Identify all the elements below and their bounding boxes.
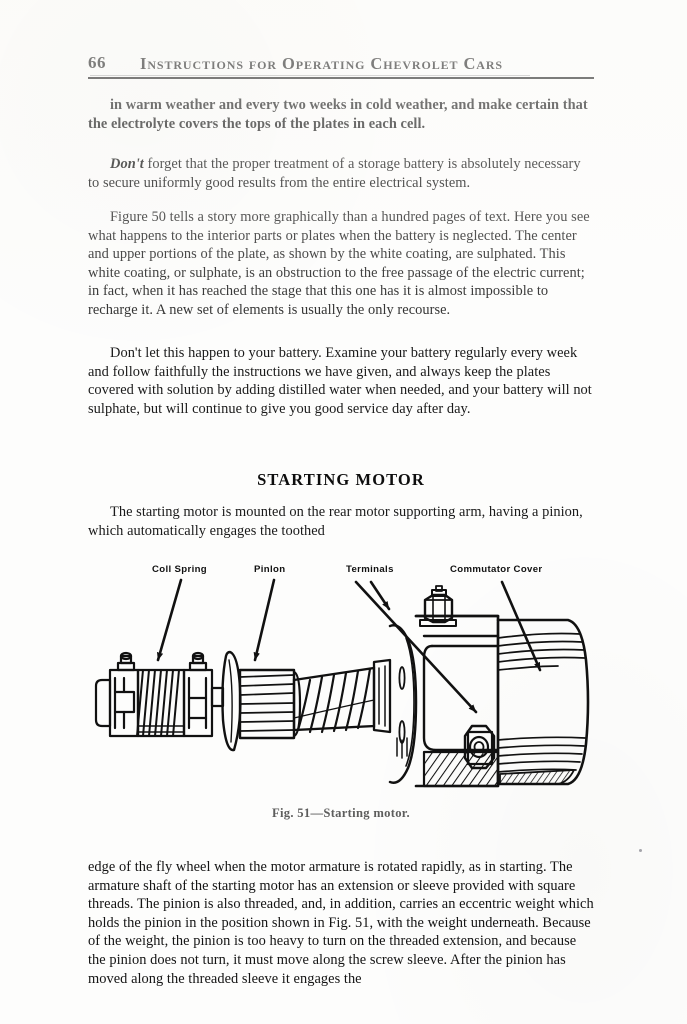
figure-starting-motor: Coll Spring Pinlon Terminals Commutator … (88, 560, 594, 828)
figure-eccentric-weight (210, 650, 242, 752)
paragraph-block-5: The starting motor is mounted on the rea… (88, 503, 594, 540)
page-number: 66 (88, 53, 106, 72)
figure-screw-sleeve (292, 666, 376, 734)
paragraph-3: Figure 50 tells a story more graphically… (88, 209, 590, 318)
paragraph-1: in warm weather and every two weeks in c… (88, 97, 588, 132)
figure-terminal-side (463, 724, 496, 770)
figure-motor-body (414, 614, 500, 788)
header-rule (88, 74, 594, 80)
figure-motor-end-bell (388, 624, 418, 784)
figure-commutator-cover (496, 618, 590, 786)
figure-pinion-gear (238, 668, 302, 740)
scan-artifact-speck (639, 849, 642, 852)
paragraph-block-6: edge of the fly wheel when the motor arm… (88, 858, 594, 988)
figure-label-pinion: Pinlon (254, 564, 285, 575)
figure-label-coil-spring: Coll Spring (152, 564, 207, 575)
figure-leader-lines (156, 578, 542, 714)
paragraph-4: Don't let this happen to your battery. E… (88, 345, 592, 417)
paragraph-2-text: forget that the proper treatment of a st… (88, 156, 581, 191)
figure-caption: Fig. 51—Starting motor. (272, 806, 410, 820)
paragraph-6: edge of the fly wheel when the motor arm… (88, 859, 594, 987)
paragraph-5: The starting motor is mounted on the rea… (88, 504, 583, 539)
figure-label-commutator-cover: Commutator Cover (450, 564, 543, 575)
figure-terminal-top (419, 585, 457, 627)
running-head-title: Instructions for Operating Chevrolet Car… (140, 54, 503, 73)
figure-label-terminals: Terminals (346, 564, 394, 575)
paragraph-2-italic-lead: Don't (110, 156, 144, 172)
section-heading: STARTING MOTOR (257, 470, 425, 489)
paragraph-block-1: in warm weather and every two weeks in c… (88, 96, 594, 133)
paragraph-block-3: Figure 50 tells a story more graphically… (88, 208, 594, 320)
running-head: 66 Instructions for Operating Chevrolet … (88, 53, 594, 77)
figure-bracket-assembly (94, 651, 214, 738)
figure-shaft-collar (372, 658, 392, 734)
figure-coil-spring (136, 668, 186, 738)
paragraph-2: Don't forget that the proper treatment o… (88, 155, 594, 192)
paragraph-block-2: Don't forget that the proper treatment o… (88, 155, 594, 192)
paragraph-block-4: Don't let this happen to your battery. E… (88, 344, 594, 418)
